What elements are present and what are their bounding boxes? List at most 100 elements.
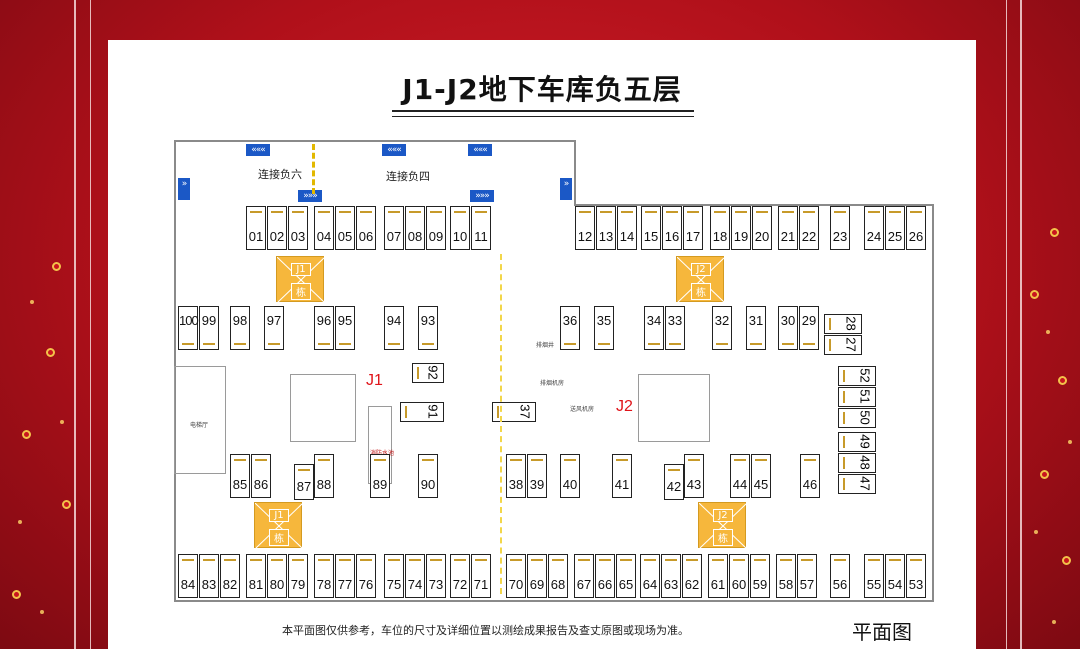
parking-slot[interactable]: 52 — [838, 366, 876, 386]
parking-slot[interactable]: 41 — [612, 454, 632, 498]
parking-slot[interactable]: 31 — [746, 306, 766, 350]
parking-slot[interactable]: 76 — [356, 554, 376, 598]
parking-slot[interactable]: 84 — [178, 554, 198, 598]
parking-slot[interactable]: 36 — [560, 306, 580, 350]
parking-slot[interactable]: 51 — [838, 387, 876, 407]
parking-slot[interactable]: 10 — [450, 206, 470, 250]
parking-slot[interactable]: 57 — [797, 554, 817, 598]
parking-slot[interactable]: 38 — [506, 454, 526, 498]
parking-slot[interactable]: 15 — [641, 206, 661, 250]
parking-slot[interactable]: 75 — [384, 554, 404, 598]
parking-slot[interactable]: 39 — [527, 454, 547, 498]
parking-slot[interactable]: 60 — [729, 554, 749, 598]
parking-slot[interactable]: 17 — [683, 206, 703, 250]
parking-slot[interactable]: 19 — [731, 206, 751, 250]
parking-slot[interactable]: 07 — [384, 206, 404, 250]
parking-slot[interactable]: 63 — [661, 554, 681, 598]
parking-slot[interactable]: 55 — [864, 554, 884, 598]
parking-slot[interactable]: 91 — [400, 402, 444, 422]
parking-slot[interactable]: 29 — [799, 306, 819, 350]
parking-slot[interactable]: 25 — [885, 206, 905, 250]
parking-slot[interactable]: 26 — [906, 206, 926, 250]
parking-slot[interactable]: 66 — [595, 554, 615, 598]
parking-slot[interactable]: 14 — [617, 206, 637, 250]
parking-slot[interactable]: 56 — [830, 554, 850, 598]
parking-slot[interactable]: 82 — [220, 554, 240, 598]
parking-slot[interactable]: 64 — [640, 554, 660, 598]
parking-slot[interactable]: 99 — [199, 306, 219, 350]
parking-slot[interactable]: 08 — [405, 206, 425, 250]
parking-slot[interactable]: 28 — [824, 314, 862, 334]
parking-slot[interactable]: 62 — [682, 554, 702, 598]
parking-slot[interactable]: 37 — [492, 402, 536, 422]
parking-slot[interactable]: 58 — [776, 554, 796, 598]
parking-slot[interactable]: 92 — [412, 363, 444, 383]
parking-slot[interactable]: 23 — [830, 206, 850, 250]
parking-slot[interactable]: 34 — [644, 306, 664, 350]
parking-slot[interactable]: 86 — [251, 454, 271, 498]
parking-slot[interactable]: 69 — [527, 554, 547, 598]
parking-slot[interactable]: 68 — [548, 554, 568, 598]
parking-slot[interactable]: 98 — [230, 306, 250, 350]
parking-slot[interactable]: 80 — [267, 554, 287, 598]
parking-slot[interactable]: 43 — [684, 454, 704, 498]
parking-slot[interactable]: 04 — [314, 206, 334, 250]
parking-slot[interactable]: 01 — [246, 206, 266, 250]
parking-slot[interactable]: 97 — [264, 306, 284, 350]
parking-slot[interactable]: 59 — [750, 554, 770, 598]
parking-slot[interactable]: 72 — [450, 554, 470, 598]
parking-slot[interactable]: 40 — [560, 454, 580, 498]
parking-slot[interactable]: 12 — [575, 206, 595, 250]
parking-slot[interactable]: 70 — [506, 554, 526, 598]
parking-slot[interactable]: 73 — [426, 554, 446, 598]
parking-slot[interactable]: 44 — [730, 454, 750, 498]
parking-slot[interactable]: 20 — [752, 206, 772, 250]
parking-slot[interactable]: 16 — [662, 206, 682, 250]
parking-slot[interactable]: 13 — [596, 206, 616, 250]
parking-slot[interactable]: 94 — [384, 306, 404, 350]
parking-slot[interactable]: 06 — [356, 206, 376, 250]
parking-slot[interactable]: 100 — [178, 306, 199, 350]
parking-slot[interactable]: 24 — [864, 206, 884, 250]
parking-slot[interactable]: 83 — [199, 554, 219, 598]
parking-slot[interactable]: 78 — [314, 554, 334, 598]
parking-slot[interactable]: 21 — [778, 206, 798, 250]
parking-slot[interactable]: 50 — [838, 408, 876, 428]
parking-slot[interactable]: 03 — [288, 206, 308, 250]
parking-slot[interactable]: 47 — [838, 474, 876, 494]
parking-slot[interactable]: 96 — [314, 306, 334, 350]
parking-slot[interactable]: 49 — [838, 432, 876, 452]
parking-slot[interactable]: 88 — [314, 454, 334, 498]
parking-slot[interactable]: 18 — [710, 206, 730, 250]
parking-slot[interactable]: 46 — [800, 454, 820, 498]
parking-slot[interactable]: 65 — [616, 554, 636, 598]
parking-slot[interactable]: 30 — [778, 306, 798, 350]
parking-slot[interactable]: 89 — [370, 454, 390, 498]
parking-slot[interactable]: 61 — [708, 554, 728, 598]
parking-slot[interactable]: 95 — [335, 306, 355, 350]
parking-slot[interactable]: 71 — [471, 554, 491, 598]
parking-slot[interactable]: 11 — [471, 206, 491, 250]
parking-slot[interactable]: 32 — [712, 306, 732, 350]
parking-slot[interactable]: 54 — [885, 554, 905, 598]
parking-slot[interactable]: 05 — [335, 206, 355, 250]
parking-slot[interactable]: 22 — [799, 206, 819, 250]
parking-slot[interactable]: 48 — [838, 453, 876, 473]
parking-slot[interactable]: 35 — [594, 306, 614, 350]
parking-slot[interactable]: 42 — [664, 464, 684, 500]
parking-slot[interactable]: 45 — [751, 454, 771, 498]
parking-slot[interactable]: 79 — [288, 554, 308, 598]
parking-slot[interactable]: 02 — [267, 206, 287, 250]
parking-slot[interactable]: 77 — [335, 554, 355, 598]
parking-slot[interactable]: 53 — [906, 554, 926, 598]
parking-slot[interactable]: 85 — [230, 454, 250, 498]
parking-slot[interactable]: 33 — [665, 306, 685, 350]
parking-slot[interactable]: 93 — [418, 306, 438, 350]
parking-slot[interactable]: 87 — [294, 464, 314, 500]
parking-slot[interactable]: 81 — [246, 554, 266, 598]
parking-slot[interactable]: 90 — [418, 454, 438, 498]
parking-slot[interactable]: 67 — [574, 554, 594, 598]
parking-slot[interactable]: 27 — [824, 335, 862, 355]
parking-slot[interactable]: 09 — [426, 206, 446, 250]
parking-slot[interactable]: 74 — [405, 554, 425, 598]
